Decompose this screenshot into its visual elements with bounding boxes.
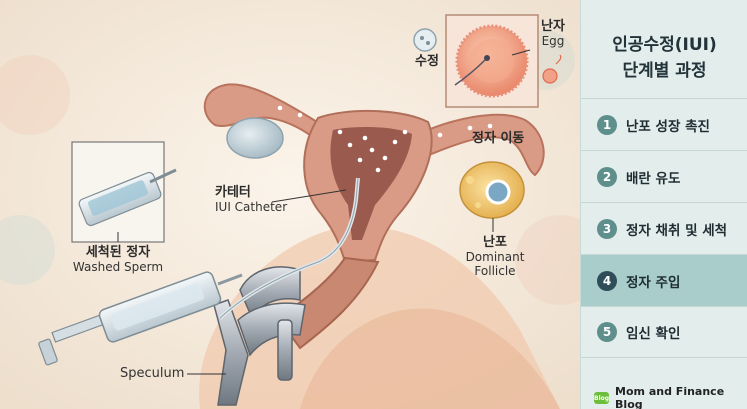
step-label: 정자 채취 및 세척 [626, 222, 728, 239]
steps-panel: 인공수정(IUI) 단계별 과정 1 난포 성장 촉진 2 배란 유도 3 정자… [580, 0, 747, 409]
step-item-5: 5 임신 확인 [581, 306, 747, 358]
catheter-leader [271, 189, 347, 203]
step-label: 정자 주입 [626, 274, 681, 291]
step-label: 난포 성장 촉진 [626, 118, 710, 135]
step-number: 1 [597, 114, 617, 135]
blog-brand[interactable]: Blog Mom and Finance Blog [594, 385, 747, 409]
vaginal-canal [276, 256, 380, 350]
step-label: 배란 유도 [626, 170, 681, 187]
washed-sperm-inset [71, 141, 177, 243]
anatomy-illustration [0, 0, 580, 409]
speculum [213, 266, 306, 406]
blog-logo-icon: Blog [594, 392, 610, 404]
bokeh-blob [0, 55, 70, 135]
step-number: 2 [597, 166, 617, 187]
step-number: 3 [597, 218, 617, 239]
sperm-migration-label: 정자 이동 [472, 131, 525, 146]
egg-sperm-icon [542, 54, 562, 84]
egg-label: 난자 Egg [541, 19, 565, 48]
step-number: 5 [597, 322, 617, 342]
body-tissue [300, 308, 560, 409]
main-syringe [38, 271, 243, 366]
sperm-cells [277, 105, 493, 173]
catheter-label: 카테터 IUI Catheter [215, 185, 288, 214]
left-ovary [226, 117, 284, 159]
step-label: 임신 확인 [626, 326, 681, 342]
bokeh-blob [0, 215, 55, 285]
follicle-label: 난포 Dominant Follicle [465, 235, 525, 278]
speculum-label: Speculum [120, 366, 185, 381]
step-number: 4 [597, 270, 617, 291]
follicle-egg [485, 179, 511, 205]
step-item-1: 1 난포 성장 촉진 [581, 98, 747, 150]
uterine-cavity [330, 126, 412, 240]
fertilization-label: 수정 [415, 54, 439, 69]
panel-title: 인공수정(IUI) 단계별 과정 [612, 35, 717, 81]
fertilization-icon [413, 28, 437, 52]
blog-brand-text: Mom and Finance Blog [615, 385, 725, 409]
step-item-3: 3 정자 채취 및 세척 [581, 202, 747, 254]
fertilization-inset [445, 14, 539, 108]
left-fallopian-tube [203, 83, 331, 153]
washed-sperm-label: 세척된 정자 Washed Sperm [72, 245, 164, 274]
bokeh-blob [515, 215, 580, 305]
step-item-4: 4 정자 주입 [581, 254, 747, 306]
right-fallopian-tube [408, 113, 545, 177]
step-item-2: 2 배란 유도 [581, 150, 747, 202]
egg-leader [511, 49, 531, 56]
